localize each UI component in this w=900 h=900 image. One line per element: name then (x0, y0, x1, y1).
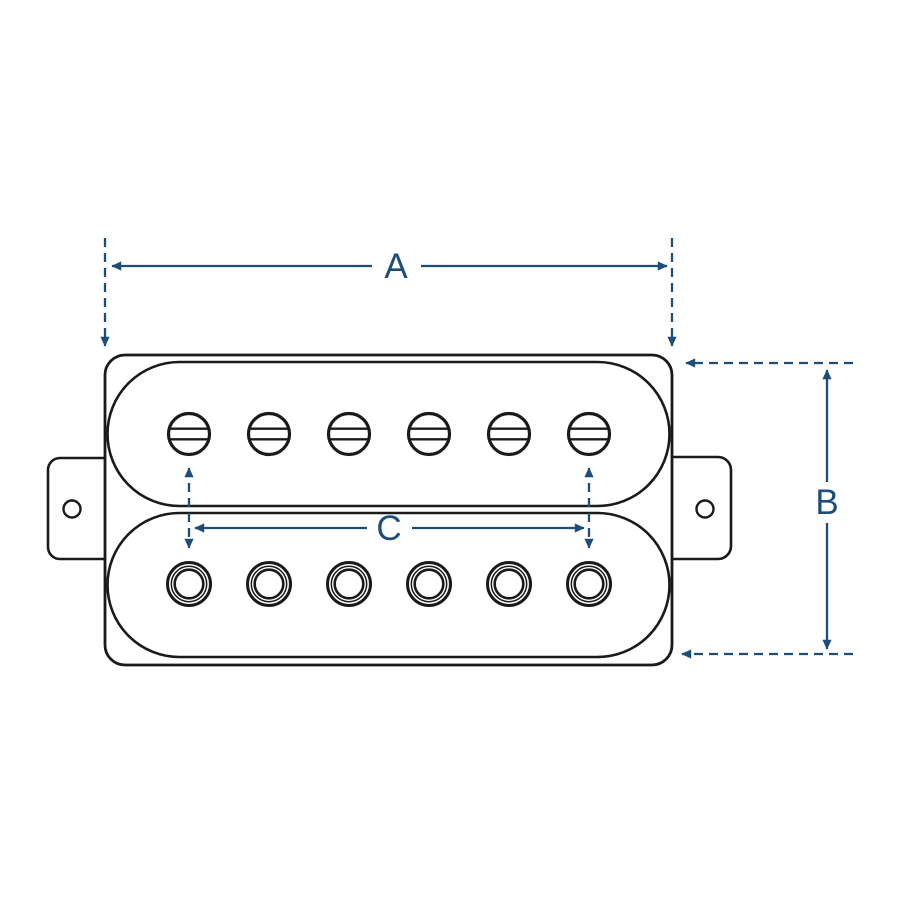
pickup-drawing (46, 353, 733, 667)
dimension-c: C (184, 467, 594, 549)
dimension-a: A (100, 238, 677, 347)
bottom-coil-bobbin (106, 511, 671, 659)
screw-pole-1 (166, 411, 212, 457)
right-tab-screw-hole (695, 499, 715, 519)
screw-pole-6 (566, 411, 612, 457)
dimension-b: B (681, 358, 853, 659)
dimension-c-label: C (376, 509, 401, 548)
slug-pole-2 (246, 561, 292, 607)
left-tab-screw-hole (62, 499, 82, 519)
top-coil-bobbin (106, 360, 671, 508)
screw-pole-4 (406, 411, 452, 457)
slug-pole-4 (406, 561, 452, 607)
dimension-b-label: B (815, 483, 838, 522)
slug-pole-6 (566, 561, 612, 607)
dimension-a-label: A (384, 247, 408, 286)
screw-pole-3 (326, 411, 372, 457)
slug-pole-5 (486, 561, 532, 607)
screw-pole-5 (486, 411, 532, 457)
slug-pole-1 (166, 561, 212, 607)
screw-pole-row (166, 411, 612, 457)
screw-pole-2 (246, 411, 292, 457)
slug-pole-row (166, 561, 612, 607)
slug-pole-3 (326, 561, 372, 607)
